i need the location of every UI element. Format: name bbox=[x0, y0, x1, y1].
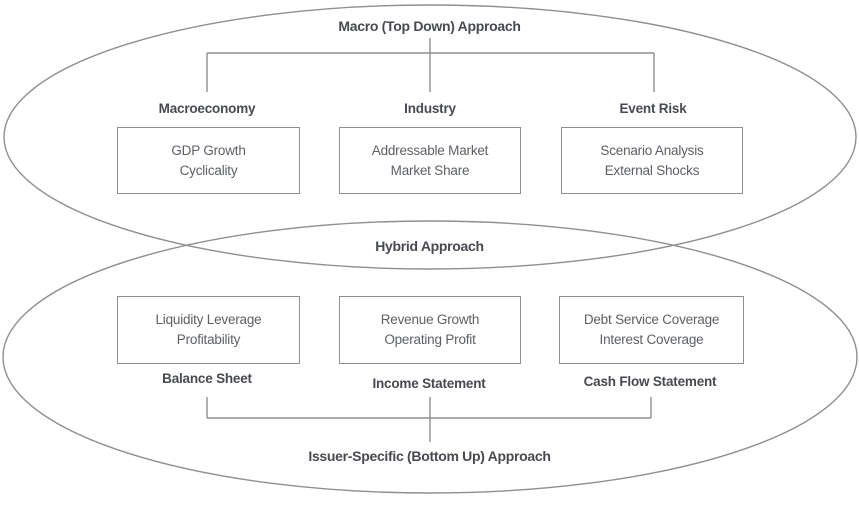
cash-flow-statement-box-line2: Interest Coverage bbox=[599, 332, 704, 347]
cash-flow-statement-box-line1: Debt Service Coverage bbox=[583, 312, 720, 327]
cash-flow-statement-header: Cash Flow Statement bbox=[583, 374, 717, 389]
top-bracket-connector bbox=[206, 38, 655, 92]
income-statement-header: Income Statement bbox=[372, 376, 486, 391]
industry-header: Industry bbox=[404, 101, 456, 116]
macroeconomy-box: GDP Growth Cyclicality bbox=[117, 127, 300, 194]
issuer-specific-ellipse bbox=[2, 220, 858, 494]
bottom-bracket-connector bbox=[206, 397, 652, 442]
cash-flow-statement-box: Debt Service Coverage Interest Coverage bbox=[559, 296, 744, 364]
macroeconomy-box-line1: GDP Growth bbox=[171, 142, 246, 158]
industry-box-line1: Addressable Market bbox=[371, 142, 489, 158]
event-risk-box-line2: External Shocks bbox=[604, 162, 700, 178]
event-risk-header: Event Risk bbox=[619, 101, 687, 116]
event-risk-box: Scenario Analysis External Shocks bbox=[561, 127, 743, 194]
macroeconomy-box-line2: Cyclicality bbox=[179, 162, 238, 178]
balance-sheet-box-line2: Profitability bbox=[176, 332, 241, 347]
income-statement-box-line2: Operating Profit bbox=[384, 332, 476, 347]
balance-sheet-box: Liquidity Leverage Profitability bbox=[117, 296, 300, 364]
macroeconomy-header: Macroeconomy bbox=[158, 101, 256, 116]
hybrid-approach-label: Hybrid Approach bbox=[375, 238, 484, 254]
income-statement-box-line1: Revenue Growth bbox=[380, 312, 480, 327]
income-statement-box: Revenue Growth Operating Profit bbox=[339, 296, 521, 364]
event-risk-box-line1: Scenario Analysis bbox=[600, 142, 704, 158]
macro-approach-title: Macro (Top Down) Approach bbox=[338, 18, 521, 34]
industry-box-line2: Market Share bbox=[390, 162, 470, 178]
balance-sheet-box-line1: Liquidity Leverage bbox=[155, 312, 262, 327]
macro-top-down-ellipse bbox=[3, 4, 857, 270]
balance-sheet-header: Balance Sheet bbox=[162, 371, 252, 386]
industry-box: Addressable Market Market Share bbox=[339, 127, 521, 194]
issuer-specific-approach-title: Issuer-Specific (Bottom Up) Approach bbox=[308, 448, 551, 464]
